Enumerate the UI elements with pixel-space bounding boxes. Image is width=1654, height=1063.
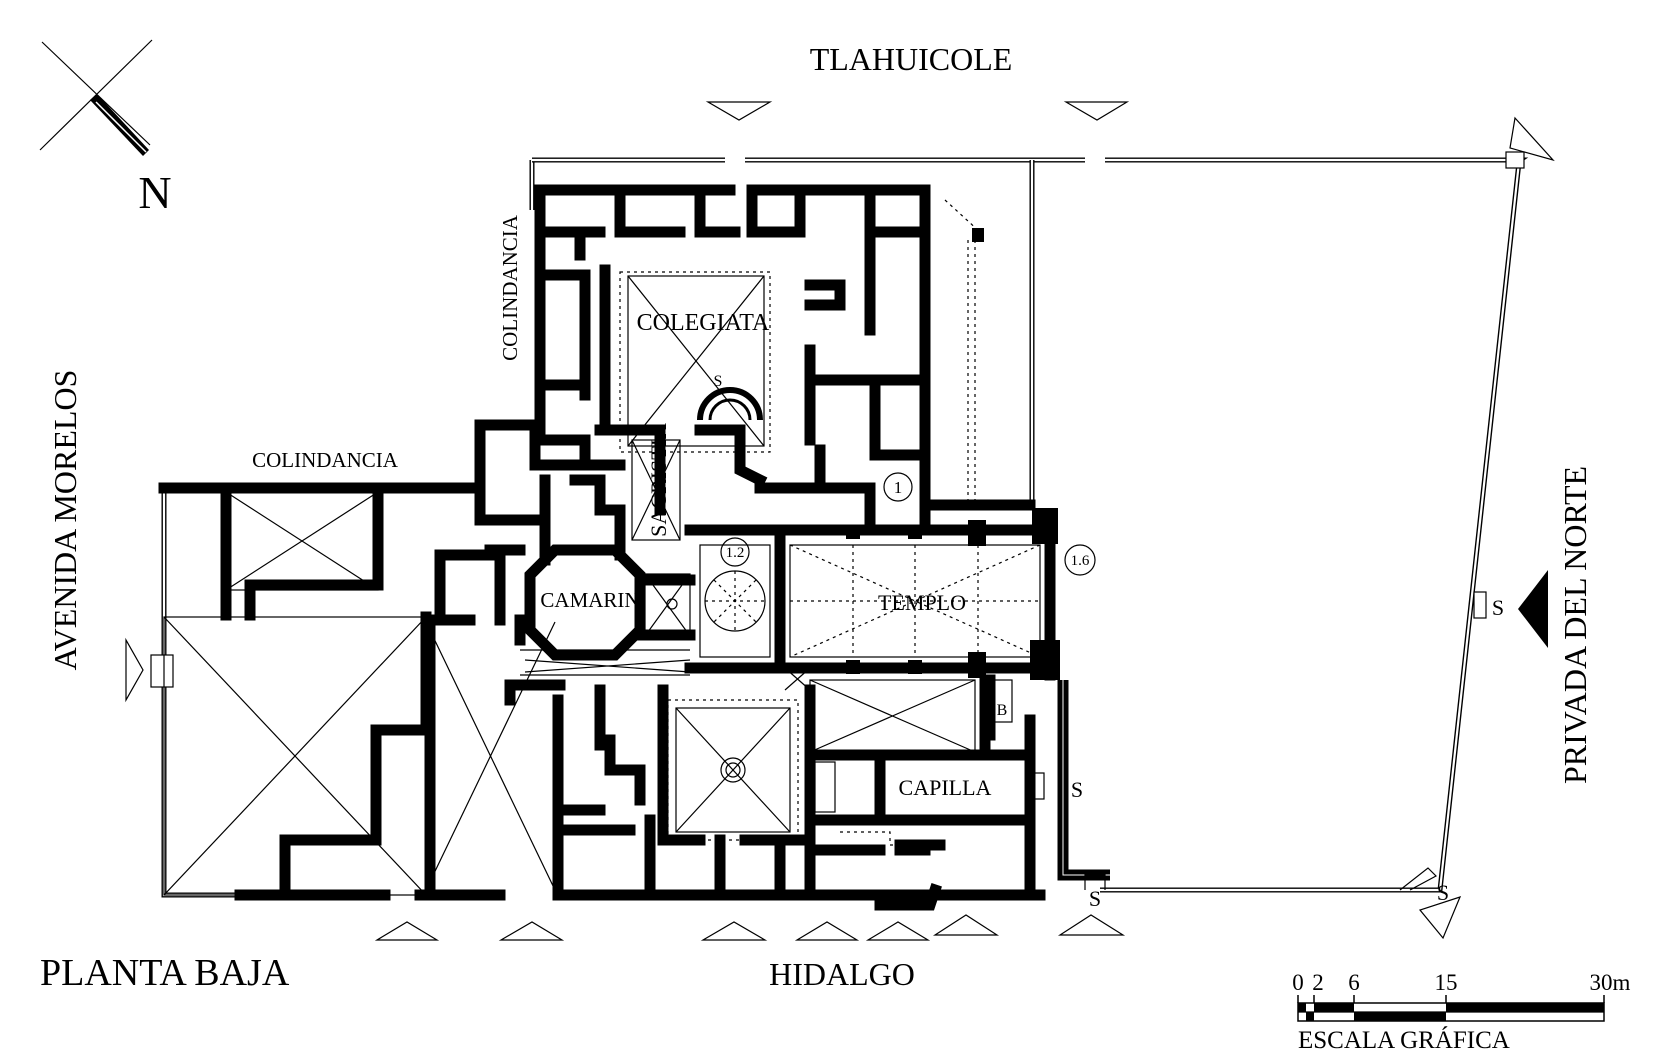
marker-1-2: 1.2	[726, 545, 745, 561]
graphic-scale: 0 2 6 15 30m ESCALA GRÁFICA	[1292, 970, 1630, 1054]
west-corridor	[514, 614, 691, 676]
marker-1-6: 1.6	[1071, 553, 1090, 569]
north-arrow-diagonal-a	[41, 41, 151, 146]
street-east-label: PRIVADA DEL NORTE	[1557, 466, 1593, 784]
entrance-arrow	[1518, 570, 1548, 648]
site-perimeter	[150, 151, 1529, 898]
room-capilla: CAPILLA	[899, 775, 992, 800]
s-marker: S	[1492, 595, 1504, 620]
plan-title: PLANTA BAJA	[40, 952, 290, 994]
scale-title: ESCALA GRÁFICA	[1298, 1026, 1510, 1054]
access-triangle	[1063, 101, 1130, 121]
access-markers	[125, 101, 1555, 941]
access-triangle	[374, 921, 440, 941]
scale-tick-label: 2	[1312, 970, 1324, 995]
access-triangle	[700, 921, 768, 941]
room-templo: TEMPLO	[878, 590, 966, 615]
access-triangle	[705, 101, 773, 121]
north-arrow-label: N	[138, 167, 171, 218]
s-marker: S	[1071, 777, 1083, 802]
access-triangle	[125, 637, 144, 703]
access-triangle	[794, 921, 860, 941]
access-triangle	[498, 921, 565, 941]
neighbor-north-label: COLINDANCIA	[498, 214, 522, 361]
s-marker: S	[1089, 886, 1101, 911]
south-block: CAPILLA	[504, 667, 1046, 911]
room-sacristia: SACRISTIA	[646, 423, 671, 537]
street-north-label: TLAHUICOLE	[810, 41, 1013, 77]
scale-tick-label: 15	[1435, 970, 1458, 995]
street-west-label: AVENIDA MORELOS	[47, 370, 83, 671]
access-triangle	[1057, 914, 1126, 936]
west-wing	[158, 482, 556, 901]
sacristia-block: SACRISTIA	[434, 419, 876, 626]
templo: TEMPLO	[684, 508, 1060, 681]
street-south-label: HIDALGO	[769, 956, 915, 992]
room-markers: 1 1.2 1.6 B S S S S	[720, 472, 1504, 911]
access-triangle	[1509, 116, 1555, 162]
scale-tick-label: 0	[1292, 970, 1304, 995]
colegiata-block: S COLEGIATA	[534, 184, 1036, 531]
neighbor-west-label: COLINDANCIA	[252, 448, 399, 472]
s-marker: S	[1437, 880, 1449, 905]
marker-1: 1	[894, 478, 903, 497]
s-marker: S	[714, 373, 723, 390]
access-triangle	[1418, 896, 1462, 940]
north-arrow: N	[39, 39, 172, 218]
room-camarin: CAMARIN	[540, 588, 639, 612]
room-colegiata: COLEGIATA	[637, 310, 770, 336]
camarin: CAMARIN	[524, 544, 696, 661]
access-triangle	[865, 921, 931, 941]
scale-tick-label: 6	[1348, 970, 1360, 995]
access-triangle	[932, 914, 1000, 936]
scale-tick-label: 30m	[1590, 970, 1631, 995]
stair-b-label: B	[997, 702, 1008, 719]
